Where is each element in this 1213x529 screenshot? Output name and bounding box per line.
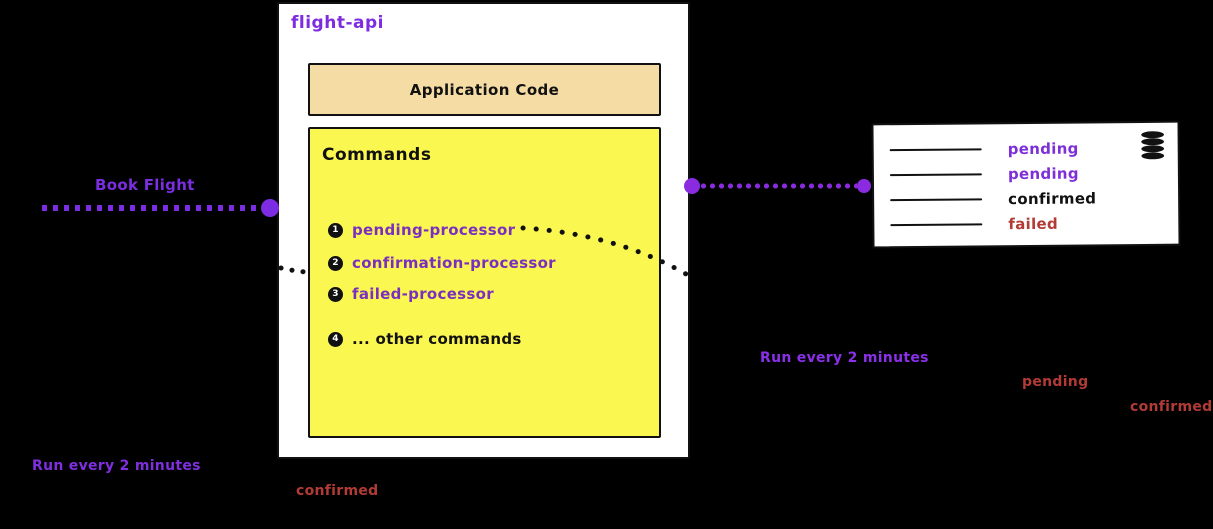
- row-line: [890, 223, 983, 227]
- database-table-box: pending pending confirmed failed: [871, 120, 1181, 249]
- pending-label-right: pending: [1022, 374, 1089, 390]
- confirmed-label-right: confirmed: [1130, 399, 1213, 415]
- api-to-database-dotted-arrow: [699, 183, 857, 189]
- arrow-endpoint-dot: [684, 178, 700, 194]
- flight-api-title: flight-api: [291, 13, 384, 33]
- command-number-badge: 3: [328, 286, 343, 302]
- row-line: [890, 198, 983, 202]
- table-row: pending: [889, 163, 1079, 187]
- arrow-endpoint-dot: [857, 179, 871, 193]
- commands-title: Commands: [322, 145, 432, 165]
- row-line: [889, 148, 982, 152]
- book-flight-label: Book Flight: [95, 176, 195, 194]
- command-label: ... other commands: [352, 330, 522, 348]
- command-item-failed-processor: 3 failed-processor: [328, 285, 494, 303]
- command-label: failed-processor: [352, 285, 494, 303]
- book-flight-arrowhead-dot: [261, 199, 279, 217]
- row-status: confirmed: [1008, 189, 1097, 209]
- commands-box: [308, 127, 661, 438]
- run-every-2-minutes-label-left: Run every 2 minutes: [32, 458, 201, 474]
- row-line: [889, 173, 982, 177]
- command-item-other-commands: 4 ... other commands: [328, 330, 522, 348]
- command-item-pending-processor: 1 pending-processor: [328, 221, 515, 239]
- command-number-badge: 1: [328, 222, 343, 238]
- table-row: failed: [890, 213, 1058, 236]
- book-flight-dotted-arrow: [42, 205, 263, 211]
- table-row: confirmed: [890, 187, 1096, 211]
- command-item-confirmation-processor: 2 confirmation-processor: [328, 254, 556, 272]
- row-status: pending: [1007, 139, 1079, 159]
- command-label: confirmation-processor: [352, 254, 556, 272]
- run-every-2-minutes-label-right: Run every 2 minutes: [760, 350, 929, 366]
- confirmed-label-left: confirmed: [296, 483, 379, 499]
- row-status: pending: [1007, 164, 1079, 184]
- command-number-badge: 4: [328, 331, 343, 347]
- command-label: pending-processor: [352, 221, 516, 239]
- row-status: failed: [1008, 214, 1059, 234]
- application-code-label: Application Code: [409, 80, 560, 99]
- application-code-box: Application Code: [308, 63, 661, 116]
- database-icon: [1141, 131, 1165, 160]
- table-row: pending: [889, 138, 1079, 162]
- command-number-badge: 2: [328, 255, 343, 271]
